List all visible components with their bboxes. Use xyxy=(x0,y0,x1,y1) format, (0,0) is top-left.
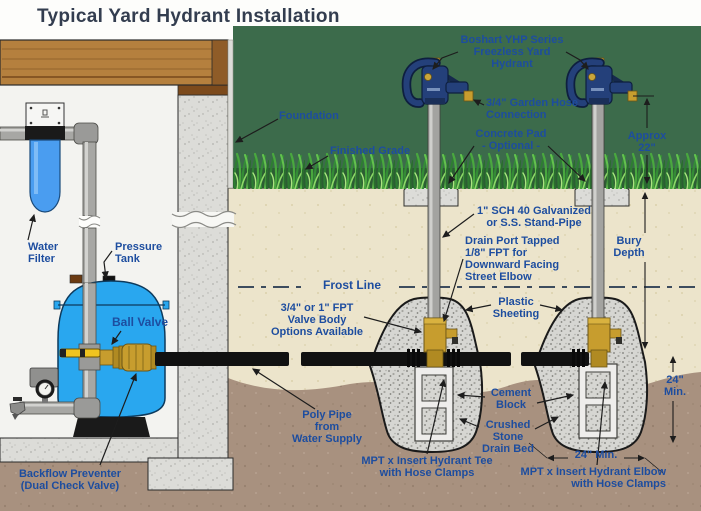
dual-check-valve xyxy=(118,343,157,372)
poly-pipe xyxy=(155,352,589,366)
foundation-wall xyxy=(177,94,229,459)
soil-under-basement xyxy=(0,462,233,511)
wall-break-mark xyxy=(171,210,237,229)
hydrant-valve-body-2 xyxy=(587,317,622,368)
drain-port-1 xyxy=(445,328,458,339)
yard-hydrant-1-head xyxy=(401,57,474,108)
pipe-elbow xyxy=(73,122,99,145)
drain-port-2 xyxy=(609,328,622,339)
water-filter xyxy=(0,102,79,213)
hose-thread-1 xyxy=(463,90,474,102)
hydrant-elbow-fitting xyxy=(590,349,608,368)
spigot xyxy=(9,397,26,420)
page-title: Typical Yard Hydrant Installation xyxy=(37,6,340,27)
street-elbow-1 xyxy=(452,337,458,344)
foundation-footing xyxy=(147,457,234,491)
wood-beam xyxy=(0,39,229,86)
hydrant-valve-body-1 xyxy=(423,317,458,368)
ball-valve-assembly xyxy=(59,343,157,372)
stand-pipe-2 xyxy=(591,99,605,323)
stand-pipe-1 xyxy=(427,99,441,323)
gauge-stem xyxy=(42,397,48,403)
wood-grain xyxy=(2,48,212,78)
grass-band xyxy=(233,149,701,189)
hydrant-spout-2 xyxy=(609,81,633,94)
hose-clamps xyxy=(407,349,585,367)
hydrant-handle-1 xyxy=(403,59,439,107)
backflow-preventer-assembly xyxy=(9,367,101,420)
dimension-lines xyxy=(528,95,677,474)
wood-end-grain xyxy=(211,39,229,86)
pipe-break-mark xyxy=(78,215,101,229)
hydrant-tee-fitting xyxy=(426,349,444,368)
leader-lines xyxy=(27,51,608,466)
cement-block-1 xyxy=(414,366,454,442)
hydrant-spout-1 xyxy=(445,81,469,94)
ball-valve-body xyxy=(99,349,115,366)
cement-block-2 xyxy=(578,363,618,439)
sill-plate xyxy=(177,84,229,96)
tank-base xyxy=(73,417,150,437)
exterior-sheathing-strip xyxy=(227,39,234,189)
street-elbow-2 xyxy=(616,337,622,344)
